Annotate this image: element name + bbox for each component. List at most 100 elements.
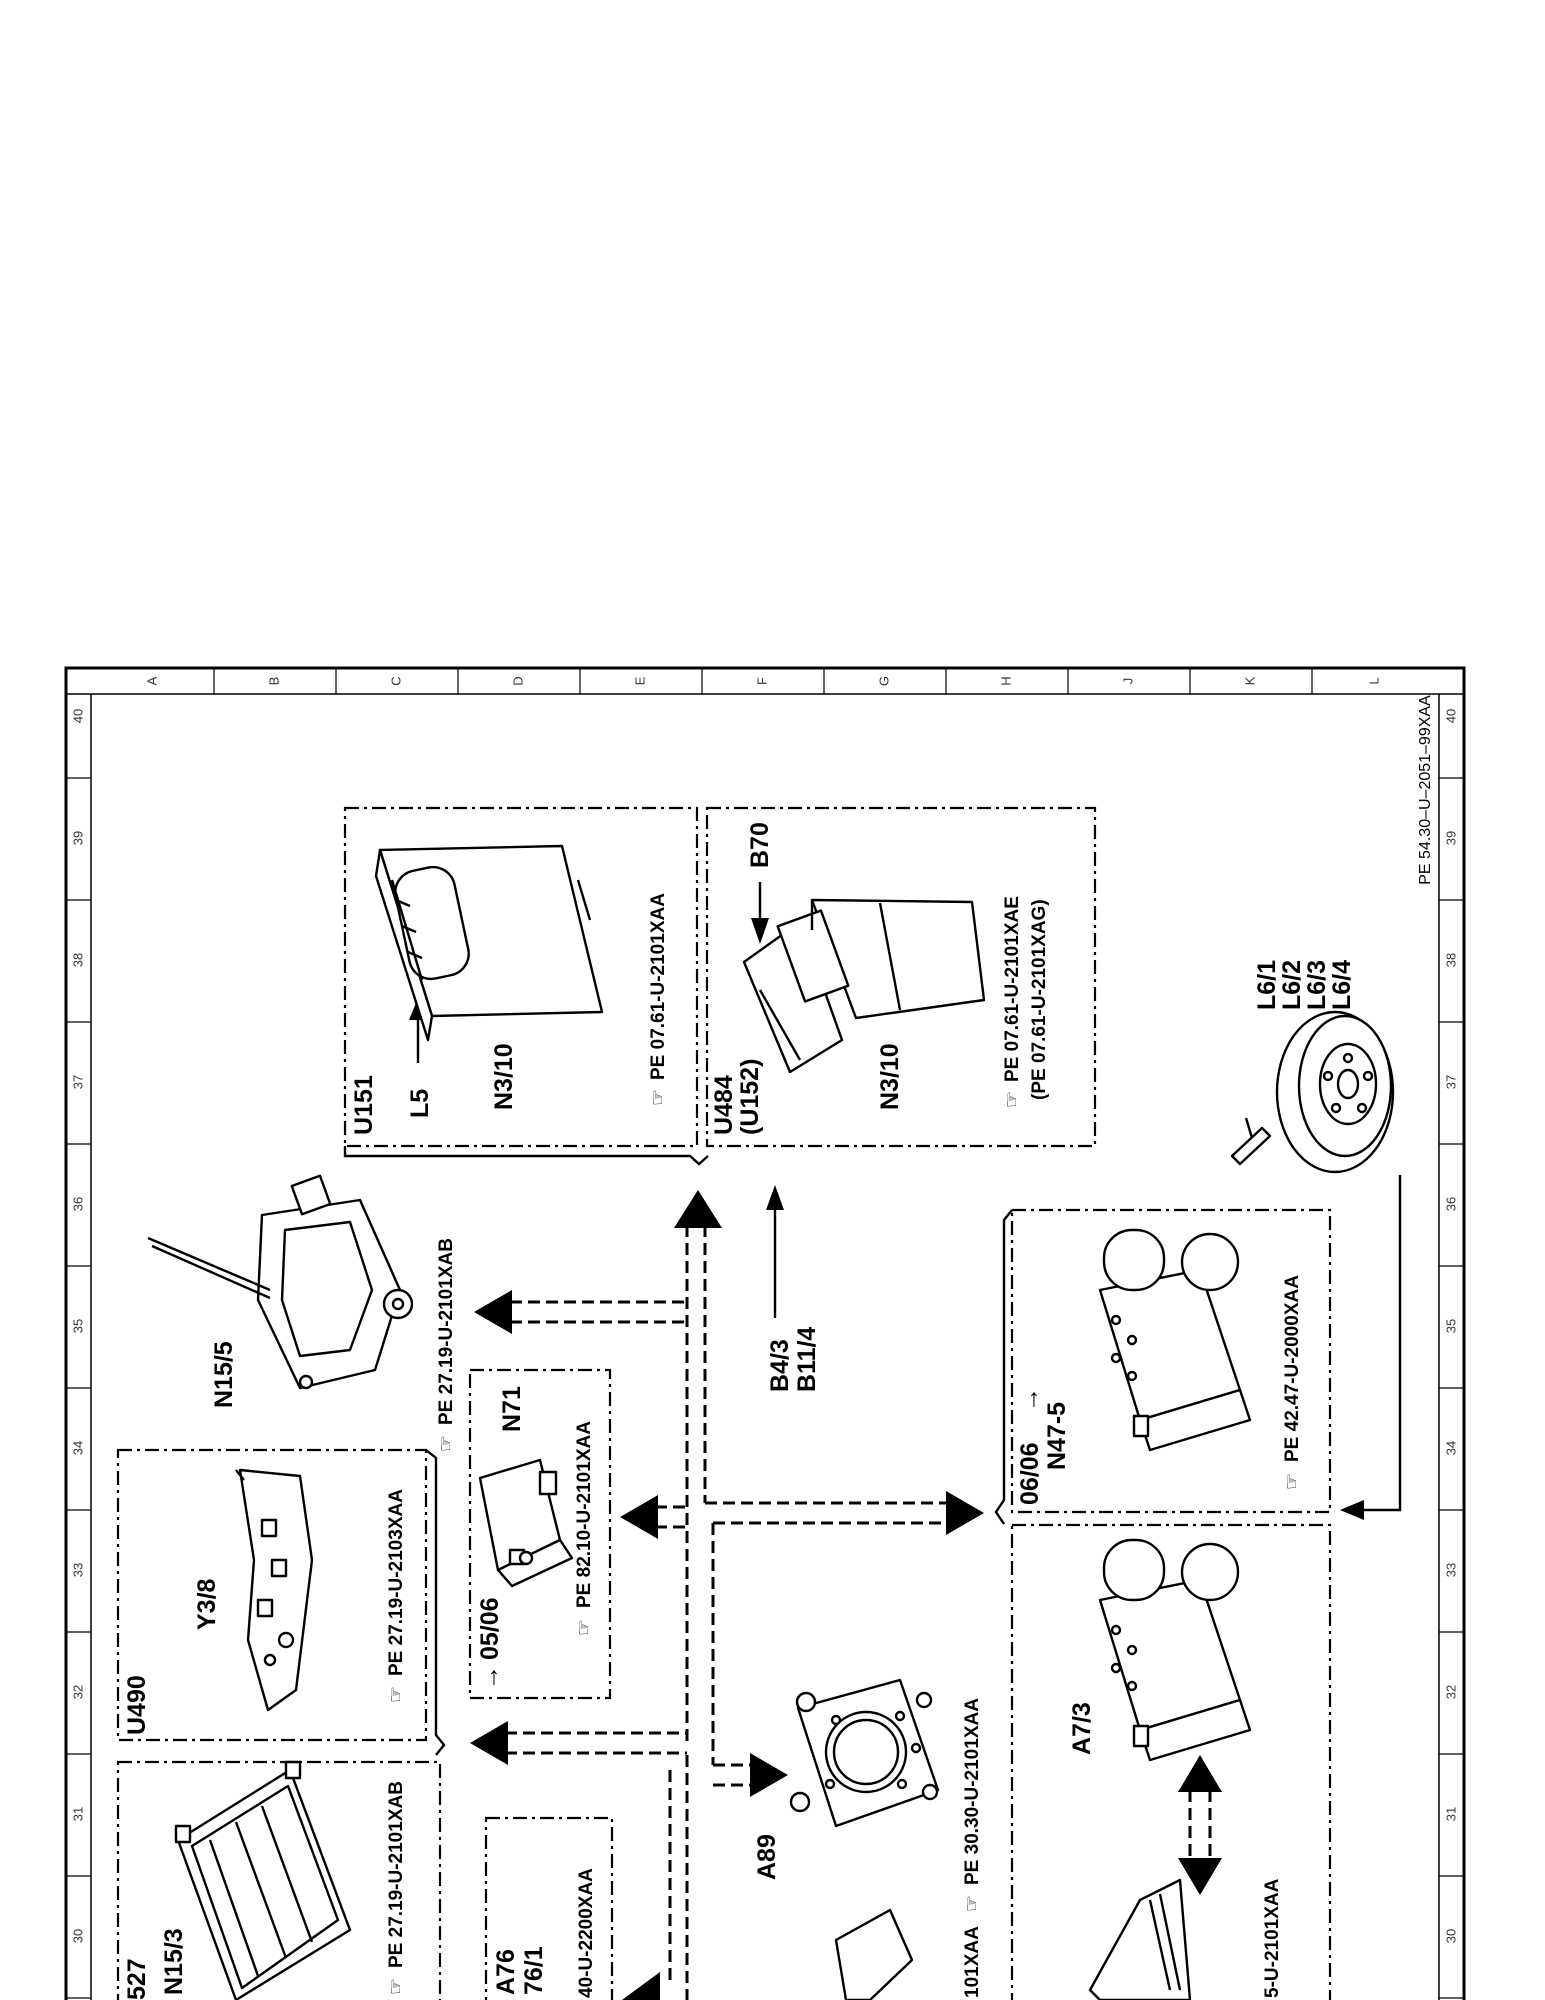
date-arrow-n47: → — [1016, 1387, 1044, 1412]
col-label-b: B — [266, 677, 281, 686]
component-n15-3: N15/3 — [160, 1928, 188, 1995]
label-l6-4: L6/4 — [1328, 960, 1356, 1010]
col-label-g: G — [876, 676, 891, 686]
group-a76: A76 76/1 40-U-2200XAA — [484, 1816, 614, 2000]
hand-icon-u484: ☞ — [1002, 1091, 1023, 1108]
col-label-l: L — [1366, 677, 1381, 684]
component-a7-3: A7/3 — [1068, 1702, 1096, 1755]
arrow-to-y3-8 — [470, 1721, 508, 1765]
col-label-a: A — [144, 676, 159, 685]
arrow-a7-up — [1178, 1755, 1222, 1792]
group-brace-n47 — [994, 1209, 1013, 1525]
col-label-j: J — [1120, 678, 1135, 685]
group-u490: U490 Y3/8 PE 27.19-U-2103XAA ☞ — [116, 1448, 446, 1756]
group-u484: U484 (U152) B70 N3/10 PE 07.61-U-2101XAE… — [705, 806, 1097, 1148]
control-unit-n3-10-b — [742, 898, 986, 1074]
row-ruler-right: 40 39 38 37 36 35 34 33 32 31 30 — [1439, 709, 1464, 1999]
date-arrow-n71: → — [476, 1665, 504, 1690]
reference-a76: 40-U-2200XAA — [576, 1868, 597, 1998]
row-label-38: 38 — [70, 953, 85, 967]
control-module-n15-3 — [174, 1760, 352, 2000]
reference-a89: PE 30.30-U-2101XAA — [962, 1698, 983, 1885]
label-l6-3: L6/3 — [1303, 960, 1331, 1010]
component-n15-5: N15/5 — [210, 1341, 238, 1408]
drawing-id: PE 54.30–U–2051–99XAA — [1417, 695, 1434, 885]
wheel-connector-line — [1362, 1175, 1402, 1512]
control-unit-n3-10-a — [374, 844, 604, 1042]
hydraulic-unit-a7-3 — [1098, 1538, 1252, 1762]
reference-u484-alt: (PE 07.61-U-2101XAG) — [1029, 899, 1050, 1100]
arrow-to-n15-5 — [474, 1290, 512, 1334]
row-label-right-34: 34 — [1443, 1441, 1458, 1455]
sensor-pointer-head — [766, 1185, 784, 1210]
date-n47: 06/06 — [1016, 1442, 1044, 1505]
arrow-to-n71 — [620, 1495, 658, 1539]
col-label-d: D — [510, 676, 525, 685]
group-u151: U151 L5 N3/10 PE 07.61-U-2101XAA ☞ — [343, 806, 709, 1166]
hand-icon-u490: ☞ — [386, 1686, 407, 1703]
row-label-39: 39 — [70, 831, 85, 845]
row-label-right-39: 39 — [1443, 831, 1458, 845]
reference-527: PE 27.19-U-2101XAB — [386, 1781, 407, 1968]
row-label-37: 37 — [70, 1075, 85, 1089]
hydraulic-unit-n47-5 — [1098, 1228, 1252, 1452]
row-ruler-left: 40 39 38 37 36 35 34 33 32 31 30 — [66, 709, 91, 1999]
row-label-40: 40 — [70, 709, 85, 723]
label-l6-2: L6/2 — [1278, 960, 1306, 1010]
group-n47-5: 06/06 → N47-5 PE 42.47-U-2000XAA ☞ — [994, 1208, 1332, 1525]
reference-u151: PE 07.61-U-2101XAA — [648, 893, 669, 1080]
relay-n71 — [478, 1458, 574, 1588]
reference-n15-5: PE 27.19-U-2101XAB — [436, 1238, 457, 1425]
label-b70: B70 — [746, 822, 774, 868]
control-unit-a7-3 — [1088, 1878, 1192, 2000]
component-a76: A76 — [492, 1949, 520, 1995]
column-ruler: A B C D E F G H J K L — [144, 668, 1381, 694]
reference-n71: PE 82.10-U-2101XAA — [574, 1421, 595, 1608]
reference-partial: 101XAA — [962, 1926, 983, 1998]
wheel-speed-sensor-l6: L6/1 L6/2 L6/3 L6/4 — [1230, 960, 1402, 1520]
tag-u151: U151 — [350, 1075, 378, 1135]
reference-a7: 5-U-2101XAA — [1262, 1878, 1283, 1998]
arrow-to-n47-group — [946, 1491, 984, 1535]
reference-n47: PE 42.47-U-2000XAA — [1282, 1275, 1303, 1462]
arrow-a7-down — [1178, 1858, 1222, 1895]
label-l6-1: L6/1 — [1253, 960, 1281, 1010]
drawing-frame — [64, 666, 1466, 2000]
row-label-33: 33 — [70, 1563, 85, 1577]
component-n71: N71 — [498, 1386, 526, 1432]
wheel-connector-head — [1340, 1500, 1364, 1520]
label-b11-4: B11/4 — [793, 1327, 821, 1392]
row-label-right-40: 40 — [1443, 709, 1458, 723]
label-b4-3: B4/3 — [766, 1339, 794, 1392]
reference-u490: PE 27.19-U-2103XAA — [386, 1489, 407, 1676]
gear-selector-n15-5: N15/5 PE 27.19-U-2101XAB ☞ — [147, 1174, 457, 1452]
component-y3-8: Y3/8 — [193, 1578, 221, 1630]
tag-u152: (U152) — [736, 1059, 764, 1135]
row-label-36: 36 — [70, 1197, 85, 1211]
col-label-f: F — [754, 677, 769, 685]
row-label-right-30: 30 — [1443, 1929, 1458, 1943]
component-a76-1: 76/1 — [520, 1946, 548, 1995]
hand-icon-527: ☞ — [386, 1978, 407, 1995]
col-label-c: C — [388, 676, 403, 685]
row-label-right-35: 35 — [1443, 1319, 1458, 1333]
row-label-32: 32 — [70, 1685, 85, 1699]
row-label-35: 35 — [70, 1319, 85, 1333]
row-label-right-32: 32 — [1443, 1685, 1458, 1699]
tag-527: 527 — [123, 1958, 151, 2000]
row-label-right-31: 31 — [1443, 1807, 1458, 1821]
group-527: 527 N15/3 PE 27.19-U-2101XAB ☞ — [116, 1760, 442, 2000]
bus-arrowheads — [470, 1190, 1222, 2000]
hand-icon-n47: ☞ — [1282, 1473, 1303, 1490]
hand-icon-u151: ☞ — [648, 1089, 669, 1106]
date-n71: 05/06 — [476, 1597, 504, 1660]
label-l5: L5 — [406, 1089, 434, 1118]
tag-u490: U490 — [123, 1675, 151, 1735]
row-label-31: 31 — [70, 1807, 85, 1821]
row-label-right-37: 37 — [1443, 1075, 1458, 1089]
row-label-right-33: 33 — [1443, 1563, 1458, 1577]
tag-u484: U484 — [710, 1075, 738, 1135]
component-a89: A89 — [753, 1834, 781, 1880]
hand-icon-a89: ☞ — [962, 1895, 983, 1912]
col-label-e: E — [632, 676, 647, 685]
